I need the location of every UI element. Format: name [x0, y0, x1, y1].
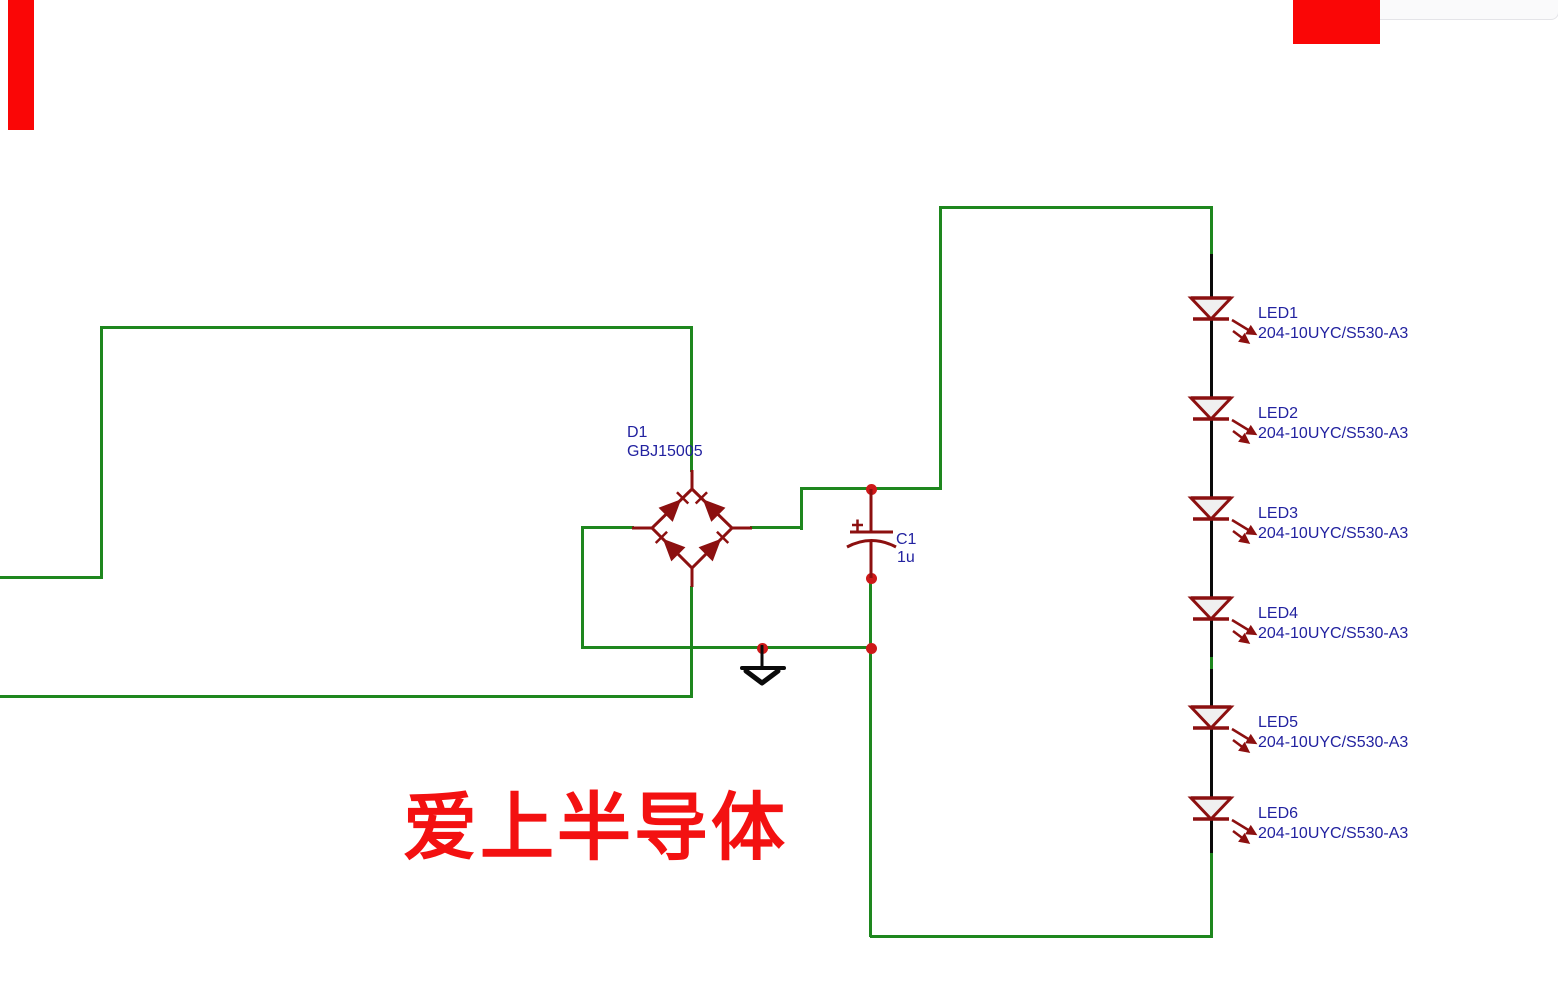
- component-part-number: 204-10UYC/S530-A3: [1258, 625, 1409, 642]
- plus-polarity-icon: [852, 519, 863, 531]
- component-designator: D1: [627, 424, 648, 441]
- bridge-rectifier-icon: [632, 470, 752, 587]
- led-icon: [1187, 596, 1258, 644]
- component-part-number: 204-10UYC/S530-A3: [1258, 525, 1409, 542]
- wire-segment: [1210, 655, 1213, 672]
- wire-segment: [870, 935, 1213, 938]
- wire-segment: [100, 326, 103, 578]
- light-emission-arrows-icon: [1231, 818, 1258, 844]
- junction-dot: [866, 573, 877, 584]
- wire-segment: [800, 487, 803, 530]
- component-part-number: GBJ15005: [627, 443, 703, 460]
- wire-segment: [939, 206, 942, 489]
- redaction-mark: [1293, 0, 1380, 44]
- component-designator: LED3: [1258, 505, 1299, 522]
- light-emission-arrows-icon: [1231, 518, 1258, 544]
- wire-segment: [0, 576, 103, 579]
- wire-segment: [690, 326, 693, 472]
- component-designator: LED4: [1258, 605, 1299, 622]
- wire-segment: [869, 646, 872, 937]
- ground-icon: [740, 645, 786, 686]
- led-icon: [1187, 396, 1258, 444]
- polarized-capacitor-icon: [846, 489, 897, 578]
- wire-segment: [0, 695, 693, 698]
- wire-segment: [1210, 206, 1213, 256]
- led-icon: [1187, 796, 1258, 844]
- light-emission-arrows-icon: [1231, 727, 1258, 753]
- wire-segment: [1210, 254, 1213, 657]
- component-part-number: 204-10UYC/S530-A3: [1258, 425, 1409, 442]
- component-designator: LED5: [1258, 714, 1299, 731]
- component-part-number: 204-10UYC/S530-A3: [1258, 734, 1409, 751]
- wire-segment: [581, 526, 584, 649]
- component-part-number: 204-10UYC/S530-A3: [1258, 325, 1409, 342]
- watermark-text: 爱上半导体: [403, 786, 788, 869]
- wire-segment: [581, 646, 872, 649]
- light-emission-arrows-icon: [1231, 318, 1258, 344]
- led-icon: [1187, 496, 1258, 544]
- wire-segment: [939, 206, 1213, 209]
- wire-segment: [101, 326, 693, 329]
- diode-triangle: [654, 491, 730, 562]
- wire-segment: [1210, 669, 1213, 853]
- component-value: 1u: [897, 549, 915, 566]
- wire-segment: [582, 526, 634, 529]
- junction-dot: [866, 643, 877, 654]
- component-designator: LED2: [1258, 405, 1299, 422]
- component-designator: LED1: [1258, 305, 1299, 322]
- component-designator: C1: [896, 531, 917, 548]
- wire-segment: [750, 526, 803, 529]
- led-icon: [1187, 705, 1258, 753]
- light-emission-arrows-icon: [1231, 618, 1258, 644]
- component-designator: LED6: [1258, 805, 1299, 822]
- redaction-mark: [8, 0, 34, 130]
- light-emission-arrows-icon: [1231, 418, 1258, 444]
- wire-segment: [1210, 851, 1213, 938]
- led-icon: [1187, 296, 1258, 344]
- wire-segment: [690, 586, 693, 697]
- component-part-number: 204-10UYC/S530-A3: [1258, 825, 1409, 842]
- wire-segment: [869, 577, 872, 648]
